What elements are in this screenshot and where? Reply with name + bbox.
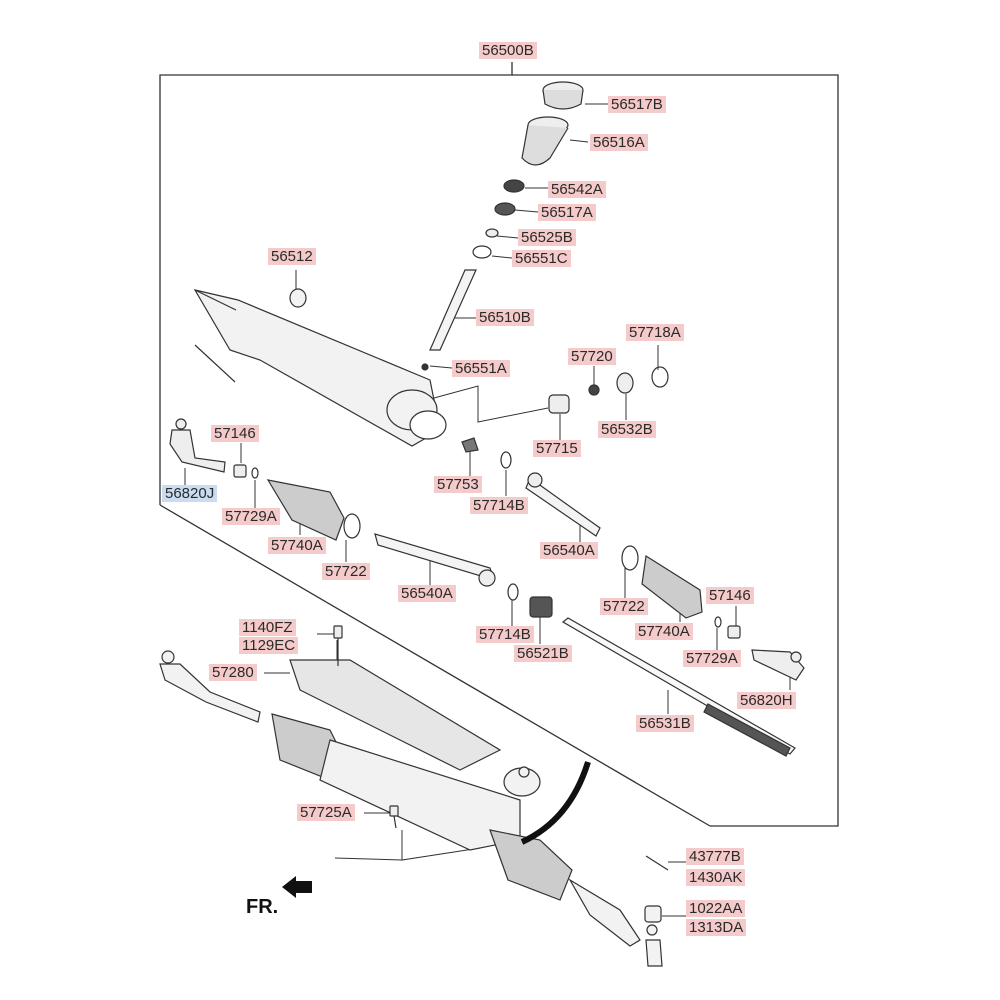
part-label-1022aa[interactable]: 1022AA <box>686 900 746 917</box>
part-label-1129ec[interactable]: 1129EC <box>239 637 299 654</box>
part-label-56521b[interactable]: 56521B <box>514 645 572 662</box>
part-label-56512[interactable]: 56512 <box>268 248 316 265</box>
part-label-57722-right[interactable]: 57722 <box>600 598 648 615</box>
part-label-56531b[interactable]: 56531B <box>636 715 694 732</box>
part-label-57146-right[interactable]: 57146 <box>706 587 754 604</box>
part-label-57718a[interactable]: 57718A <box>626 324 684 341</box>
part-label-43777b[interactable]: 43777B <box>686 848 744 865</box>
part-label-1313da[interactable]: 1313DA <box>686 919 747 936</box>
part-label-56532b[interactable]: 56532B <box>598 421 656 438</box>
part-label-56820h[interactable]: 56820H <box>737 692 796 709</box>
leader-lines <box>184 103 791 917</box>
front-direction-arrow <box>282 876 312 898</box>
part-label-57753[interactable]: 57753 <box>434 476 482 493</box>
part-label-56540a-left[interactable]: 56540A <box>398 585 456 602</box>
part-label-1430ak[interactable]: 1430AK <box>686 869 746 886</box>
part-label-56540a-right[interactable]: 56540A <box>540 542 598 559</box>
part-label-57729a-right[interactable]: 57729A <box>683 650 741 667</box>
part-label-57740a-left[interactable]: 57740A <box>268 537 326 554</box>
left-tie-rod-parts <box>169 418 553 618</box>
part-label-56551c[interactable]: 56551C <box>512 250 571 267</box>
part-label-57280[interactable]: 57280 <box>209 664 257 681</box>
yoke-parts <box>461 366 669 469</box>
part-label-56516a[interactable]: 56516A <box>590 134 648 151</box>
pinion-parts <box>421 81 584 371</box>
part-label-57725a[interactable]: 57725A <box>297 804 355 821</box>
part-label-57720[interactable]: 57720 <box>568 348 616 365</box>
part-label-56820j[interactable]: 56820J <box>162 485 218 502</box>
part-label-57722-left[interactable]: 57722 <box>322 563 370 580</box>
part-label-56517a[interactable]: 56517A <box>538 204 596 221</box>
part-label-56542a[interactable]: 56542A <box>548 181 606 198</box>
part-label-56517b[interactable]: 56517B <box>608 96 666 113</box>
part-label-56510b[interactable]: 56510B <box>476 309 534 326</box>
right-tie-rod-parts <box>525 472 805 757</box>
assembled-rack <box>159 650 663 967</box>
part-label-57714b-lower[interactable]: 57714B <box>476 626 534 643</box>
part-label-56551a[interactable]: 56551A <box>452 360 510 377</box>
gear-housing <box>193 288 447 447</box>
fasteners <box>333 625 669 871</box>
section-curve <box>520 761 591 845</box>
part-label-57729a-left[interactable]: 57729A <box>222 508 280 525</box>
front-direction-label: FR. <box>246 896 279 918</box>
part-label-57714b-upper[interactable]: 57714B <box>470 497 528 514</box>
part-label-assembly[interactable]: 56500B <box>479 42 537 59</box>
part-label-57715[interactable]: 57715 <box>533 440 581 457</box>
part-label-56525b[interactable]: 56525B <box>518 229 576 246</box>
part-label-57146-left[interactable]: 57146 <box>211 425 259 442</box>
assembly-bracket <box>159 62 839 827</box>
part-label-1140fz[interactable]: 1140FZ <box>239 619 296 636</box>
part-label-57740a-right[interactable]: 57740A <box>635 623 693 640</box>
